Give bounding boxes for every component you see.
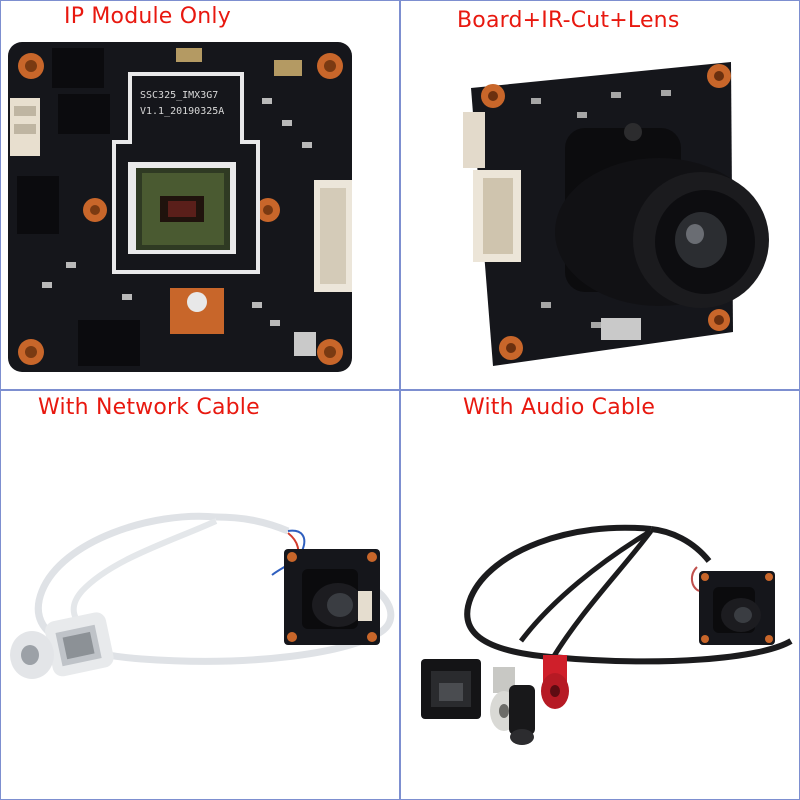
caption-board-ir-cut-lens: Board+IR-Cut+Lens [457,8,680,33]
panel-network-cable: With Network Cable [2,391,398,798]
vertical-divider [399,0,401,800]
ip-module-photo: SSC325_IMX3G7 V1.1_20190325A [8,42,352,372]
audio-cable-photo [421,524,793,745]
horizontal-divider [0,389,800,391]
caption-ip-module: IP Module Only [64,4,231,29]
caption-network-cable: With Network Cable [38,395,260,420]
board-lens-photo [463,62,769,366]
network-cable-photo [10,512,395,679]
panel-audio-cable: With Audio Cable [401,391,798,798]
panel-board-ir-cut-lens: Board+IR-Cut+Lens [401,2,798,388]
panel-ip-module: IP Module Only SSC325_IMX3G7 V1.1_201903… [2,2,398,388]
board-model-text: SSC325_IMX3G7 [140,90,218,101]
board-version-text: V1.1_20190325A [140,106,224,117]
caption-audio-cable: With Audio Cable [463,395,656,420]
